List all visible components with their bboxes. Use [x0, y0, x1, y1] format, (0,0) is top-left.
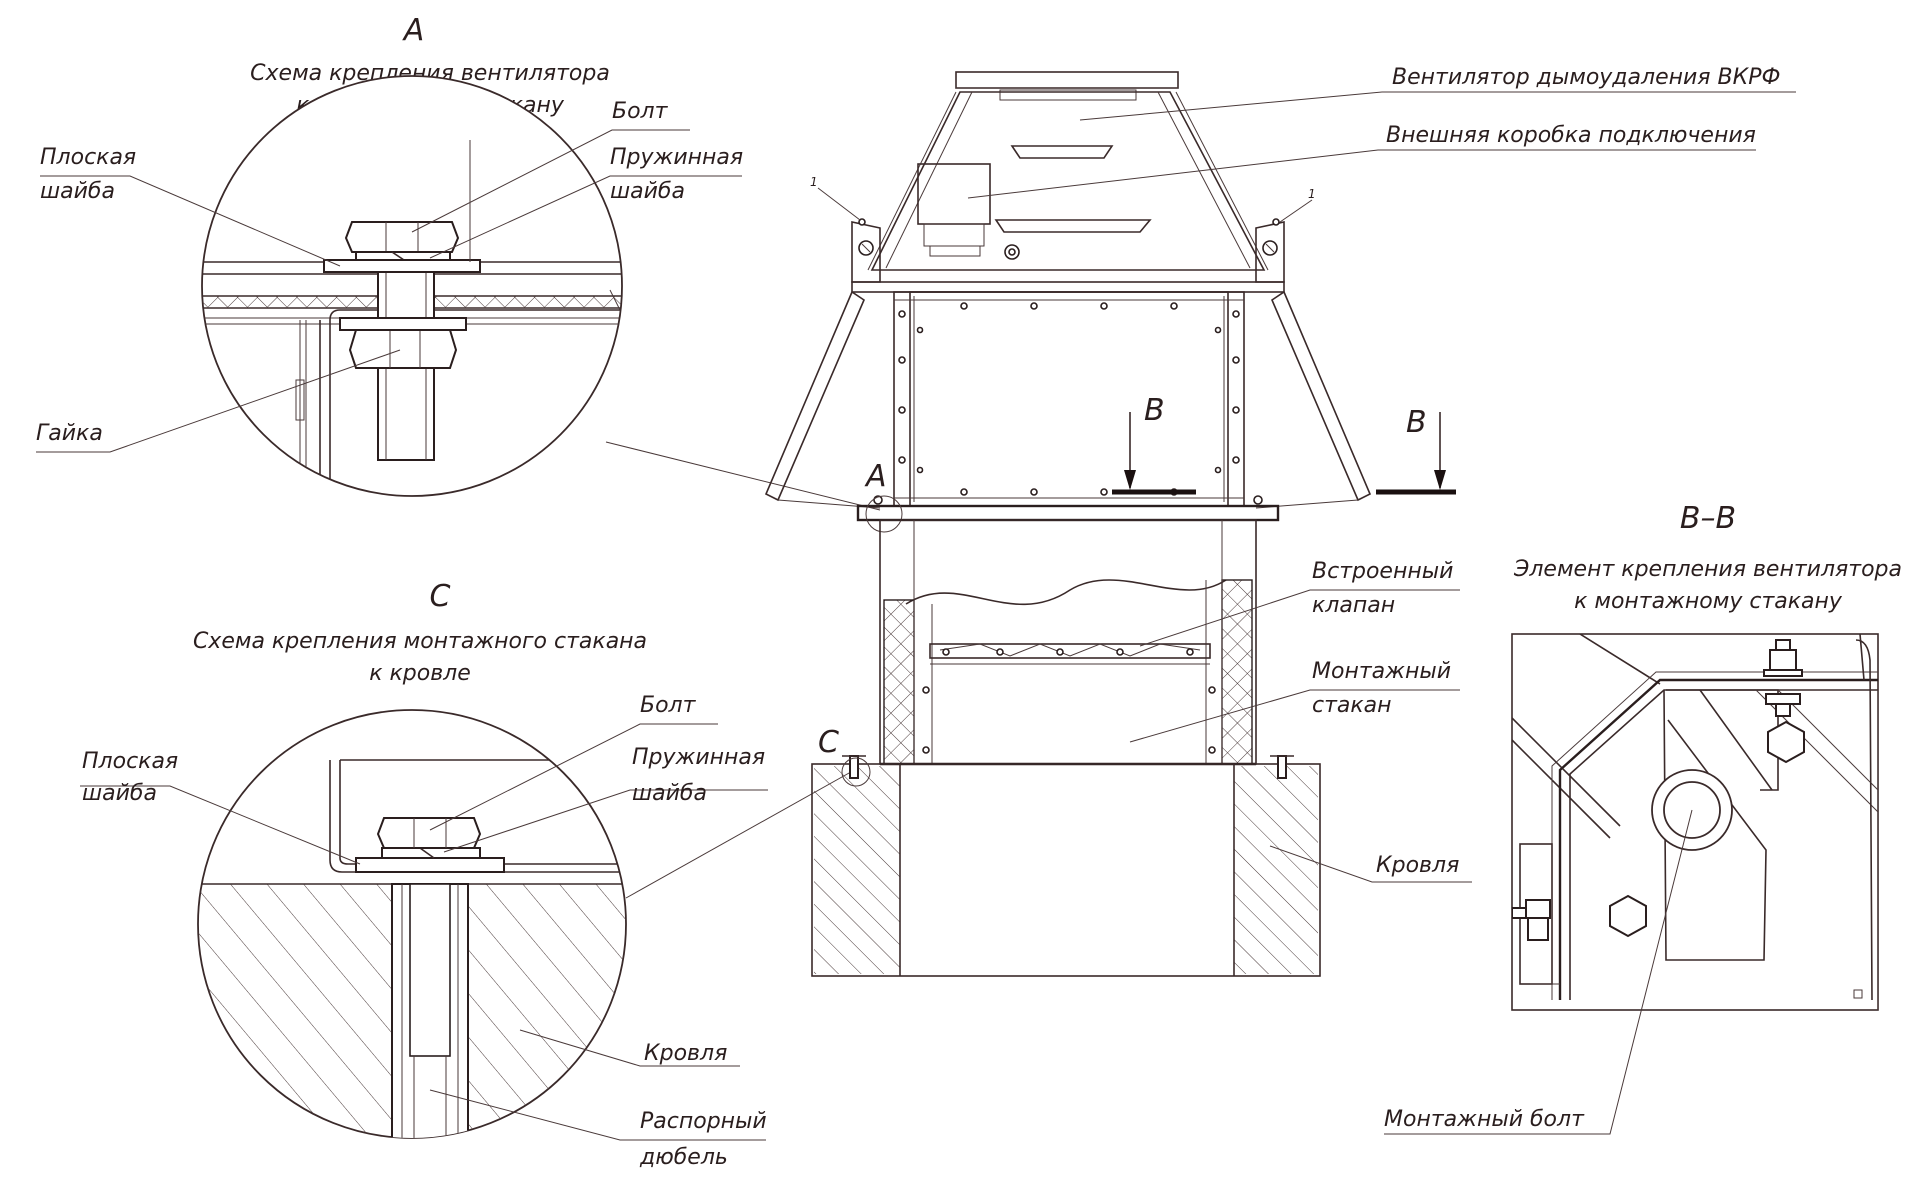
- detail-a-bolt-label: Болт: [612, 99, 669, 124]
- detail-a-content: [202, 140, 622, 496]
- junction-box: [917, 163, 991, 225]
- fan-body-rivets: [898, 302, 1240, 496]
- fan-upper-cone: [870, 91, 1266, 271]
- mounting-curb: [879, 519, 1257, 766]
- section-bb-letter: B–B: [1680, 501, 1736, 536]
- roof-block: [811, 755, 1321, 977]
- detail-c: C Схема крепления монтажного стакана к к…: [80, 579, 859, 1170]
- detail-c-spring-washer-label-1: Пружинная: [632, 745, 765, 770]
- section-bb-title-line1: Элемент крепления вентилятора: [1513, 557, 1902, 582]
- detail-a-letter: A: [402, 13, 425, 48]
- fan-base-flange: [856, 504, 1280, 522]
- lift-eye-right-number: 1: [1308, 187, 1316, 201]
- roof-label: Кровля: [1376, 853, 1459, 878]
- curb-label-1: Монтажный: [1312, 659, 1451, 684]
- detail-c-bolt-label: Болт: [640, 693, 697, 718]
- junction-box-label: Внешняя коробка подключения: [1386, 123, 1756, 148]
- section-b-left-letter: B: [1144, 393, 1165, 428]
- detail-a-spring-washer-label-1: Пружинная: [610, 145, 743, 170]
- detail-c-letter: C: [430, 579, 451, 614]
- detail-a-flat-washer-label-1: Плоская: [40, 145, 136, 170]
- marker-c-letter: C: [818, 725, 839, 760]
- detail-c-dowel-label-1: Распорный: [640, 1109, 767, 1134]
- curb-label-2: стакан: [1312, 693, 1392, 718]
- lift-eye-left-number: 1: [810, 175, 818, 189]
- marker-a-circle: [865, 495, 903, 533]
- detail-c-flat-washer-label-1: Плоская: [82, 749, 178, 774]
- fan-body: [893, 291, 1245, 507]
- detail-a-spring-washer-label-2: шайба: [610, 179, 685, 204]
- detail-c-title-line1: Схема крепления монтажного стакана: [193, 629, 647, 654]
- detail-c-title-line2: к кровле: [369, 661, 471, 686]
- fan-top-lid: [955, 71, 1179, 89]
- marker-c-circle: [841, 757, 871, 787]
- fan-label: Вентилятор дымоудаления ВКРФ: [1392, 65, 1780, 90]
- valve-label-1: Встроенный: [1312, 559, 1453, 584]
- built-in-valve: [929, 643, 1211, 665]
- main-view: 1 1 A: [764, 65, 1796, 977]
- detail-c-roof-label: Кровля: [644, 1041, 727, 1066]
- section-b-right-letter: B: [1406, 405, 1427, 440]
- marker-a-letter: A: [864, 459, 887, 494]
- section-bb-title-line2: к монтажному стакану: [1574, 589, 1843, 614]
- detail-a-nut-label: Гайка: [36, 421, 103, 446]
- valve-label-2: клапан: [1312, 593, 1395, 618]
- section-bb-content: [1512, 634, 1878, 1010]
- fan-lower-skirt: [764, 290, 865, 502]
- mount-bolt-label: Монтажный болт: [1384, 1107, 1585, 1132]
- section-bb: B–B Элемент крепления вентилятора к монт…: [1384, 501, 1902, 1135]
- detail-c-dowel-label-2: дюбель: [639, 1145, 728, 1170]
- detail-c-flat-washer-label-2: шайба: [82, 781, 157, 806]
- section-b-markers: B B: [1112, 393, 1456, 495]
- detail-a: A Схема крепления вентилятора к монтажно…: [36, 13, 881, 511]
- detail-a-flat-washer-label-2: шайба: [40, 179, 115, 204]
- detail-c-spring-washer-label-2: шайба: [632, 781, 707, 806]
